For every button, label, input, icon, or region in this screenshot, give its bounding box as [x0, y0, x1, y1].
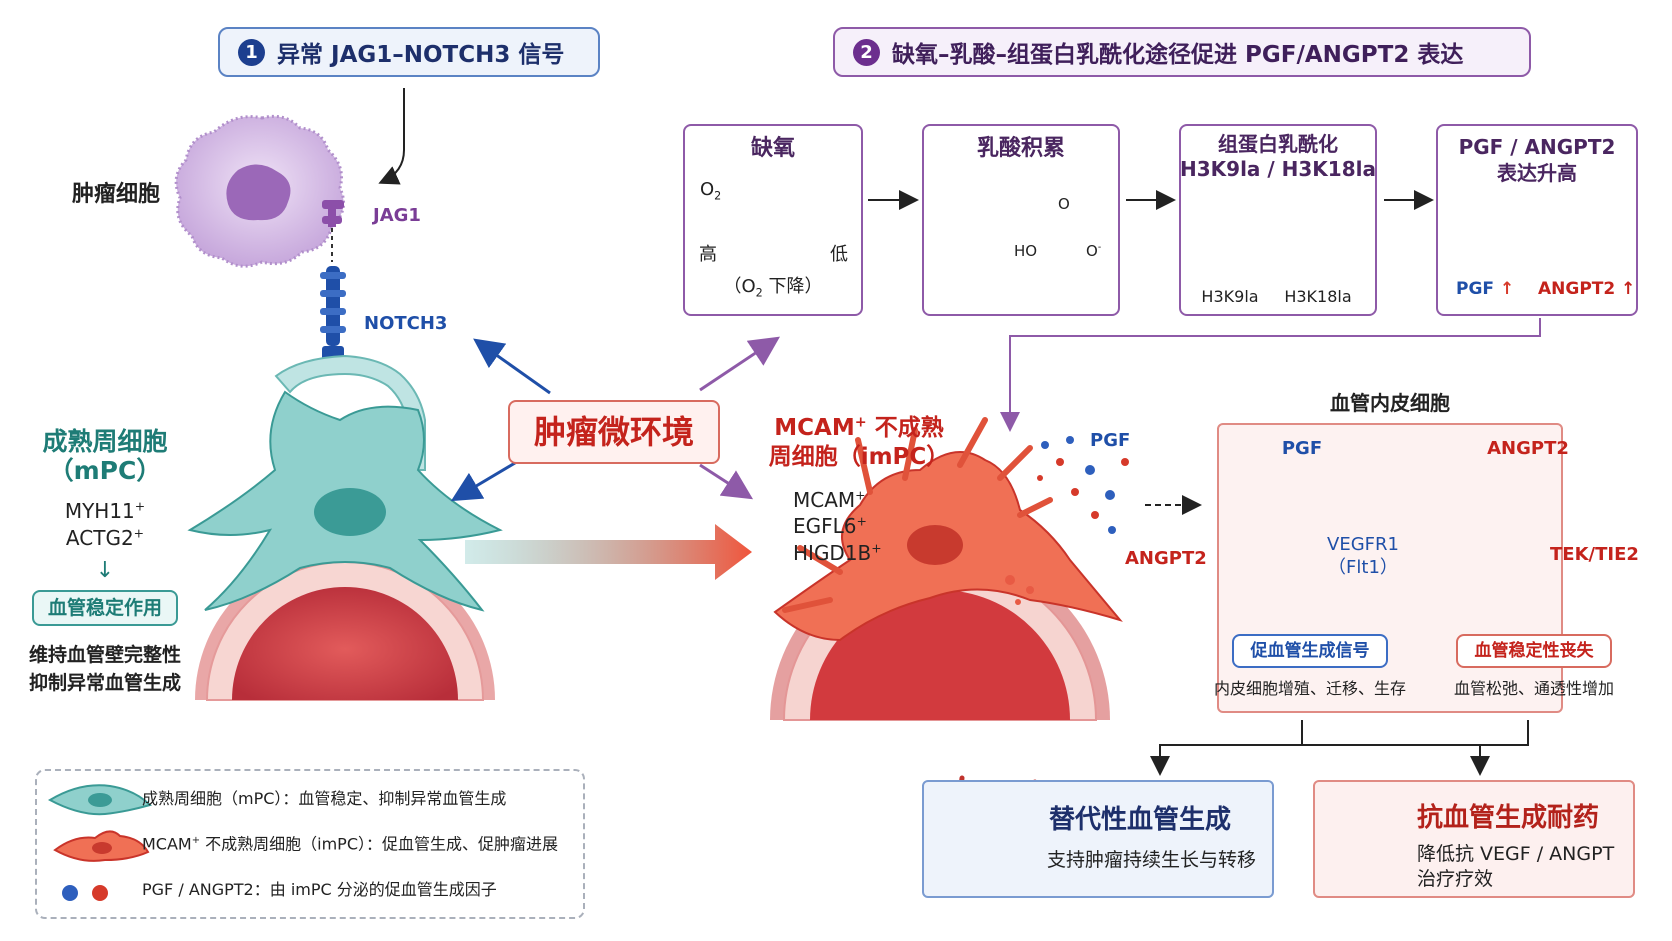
- legend-item-impc: MCAM+ 不成熟周细胞（imPC）：促血管生成、促肿瘤进展: [142, 834, 558, 854]
- outcome2-desc: 降低抗 VEGF / ANGPT 治疗疗效: [1417, 843, 1615, 890]
- pro-angiogenic-signal-badge: 促血管生成信号: [1232, 634, 1388, 668]
- outcome1-desc: 支持肿瘤持续生长与转移: [1047, 849, 1257, 871]
- endothelial-title: 血管内皮细胞: [1330, 391, 1450, 415]
- legend-impc-icon: [53, 830, 150, 862]
- impc-markers: MCAM+ EGFL6+ HIGD1B+: [793, 487, 882, 565]
- jag1-ligand-icon: [322, 200, 344, 227]
- h3k18la-label: H3K18la: [1284, 287, 1352, 306]
- step-number-2: 2: [853, 38, 880, 66]
- transition-arrow: [465, 524, 752, 580]
- tumor-cell-label: 肿瘤细胞: [72, 182, 161, 207]
- lactate-title: 乳酸积累: [976, 136, 1066, 161]
- step-hypoxia: [683, 124, 863, 316]
- header-jag1-notch3: 1 异常 JAG1–NOTCH3 信号: [218, 27, 600, 77]
- header1-text: 异常 JAG1–NOTCH3 信号: [277, 42, 565, 68]
- o2-high-label: 高: [699, 244, 717, 265]
- mpc-description: 维持血管壁完整性 抑制异常血管生成: [28, 644, 182, 694]
- expression-angpt2: ANGPT2 ↑: [1538, 279, 1636, 299]
- step-expression: [1436, 124, 1638, 316]
- header-hypoxia-pathway: 2 缺氧–乳酸–组蛋白乳酰化途径促进 PGF/ANGPT2 表达: [833, 27, 1531, 77]
- expression-pgf: PGF ↑: [1456, 279, 1515, 299]
- hypoxia-title: 缺氧: [750, 136, 796, 161]
- legend-item-mpc: 成熟周细胞（mPC）：血管稳定、抑制异常血管生成: [142, 789, 507, 808]
- legend-panel: [35, 769, 585, 919]
- expression-title: PGF / ANGPT2 表达升高: [1458, 135, 1616, 185]
- o2-low-label: 低: [830, 244, 848, 265]
- step-number-1: 1: [238, 38, 265, 66]
- lactate-ho: HO: [1014, 242, 1038, 260]
- tumor-cell-illustration: [174, 114, 346, 268]
- mpc-down-arrow: ↓: [95, 558, 115, 583]
- vegfr1-label: VEGFR1 （Flt1）: [1327, 534, 1399, 579]
- legend-mpc-icon: [47, 784, 152, 816]
- mpc-title: 成熟周细胞 （mPC）: [42, 427, 168, 485]
- tek-tie2-label: TEK/TIE2: [1550, 544, 1639, 565]
- notch3-receptor-icon: [320, 266, 346, 360]
- notch3-label: NOTCH3: [364, 313, 448, 334]
- arrow-to-impc: [699, 463, 754, 500]
- legend-angpt2-dot: [92, 885, 108, 901]
- endo-angpt2-label: ANGPT2: [1487, 438, 1569, 459]
- outcome-anti-angiogenic-resistance: [1313, 780, 1635, 898]
- arrow-to-notch3: [473, 338, 551, 395]
- mpc-role-badge: 血管稳定作用: [32, 590, 178, 626]
- impc-vessel-illustration: [770, 417, 1123, 721]
- impc-angpt2-label: ANGPT2: [1125, 548, 1207, 569]
- outcome2-title: 抗血管生成耐药: [1417, 803, 1600, 833]
- la-tag-1: la: [1257, 198, 1271, 214]
- step-lactate: [922, 124, 1120, 316]
- legend-item-factors: PGF / ANGPT2：由 imPC 分泌的促血管生成因子: [142, 880, 497, 899]
- mpc-markers: MYH11+ ACTG2+: [64, 498, 146, 550]
- arrow-to-hypoxia: [699, 336, 780, 392]
- impc-pgf-label: PGF: [1090, 430, 1131, 451]
- mpc-vessel-illustration: [187, 354, 503, 701]
- endo-pgf-label: PGF: [1281, 438, 1323, 459]
- secreted-factors-icon: [1005, 436, 1129, 605]
- jag1-label: JAG1: [373, 205, 421, 226]
- step-histone-lactylation: [1179, 124, 1377, 316]
- o2-drop-note: （O2 下降）: [723, 276, 823, 300]
- outcome1-title: 替代性血管生成: [1049, 805, 1232, 835]
- endo-desc2: 血管松弛、通透性增加: [1453, 679, 1615, 698]
- legend-pgf-dot: [62, 885, 78, 901]
- jag1-arrow: [378, 88, 405, 185]
- outcome-alternative-angiogenesis: [922, 780, 1274, 898]
- vessel-instability-badge: 血管稳定性丧失: [1456, 634, 1612, 668]
- arrow-to-mpc: [450, 458, 521, 502]
- endo-desc1: 内皮细胞增殖、迁移、生存: [1213, 679, 1407, 698]
- la-tag-2: la: [1331, 198, 1345, 214]
- lactate-o-minus: O-: [1086, 242, 1102, 260]
- feedback-arrow: [1000, 318, 1541, 432]
- o2-label: O2: [700, 179, 722, 203]
- header2-text: 缺氧–乳酸–组蛋白乳酰化途径促进 PGF/ANGPT2 表达: [892, 42, 1464, 68]
- lactate-o-top: O: [1058, 195, 1070, 213]
- histone-title: 组蛋白乳酰化 H3K9la / H3K18la: [1180, 132, 1376, 181]
- tumor-microenvironment-label: 肿瘤微环境: [508, 400, 720, 464]
- h3k9la-label: H3K9la: [1201, 287, 1259, 306]
- impc-title: MCAM+ 不成熟 周细胞（imPC）: [768, 414, 950, 470]
